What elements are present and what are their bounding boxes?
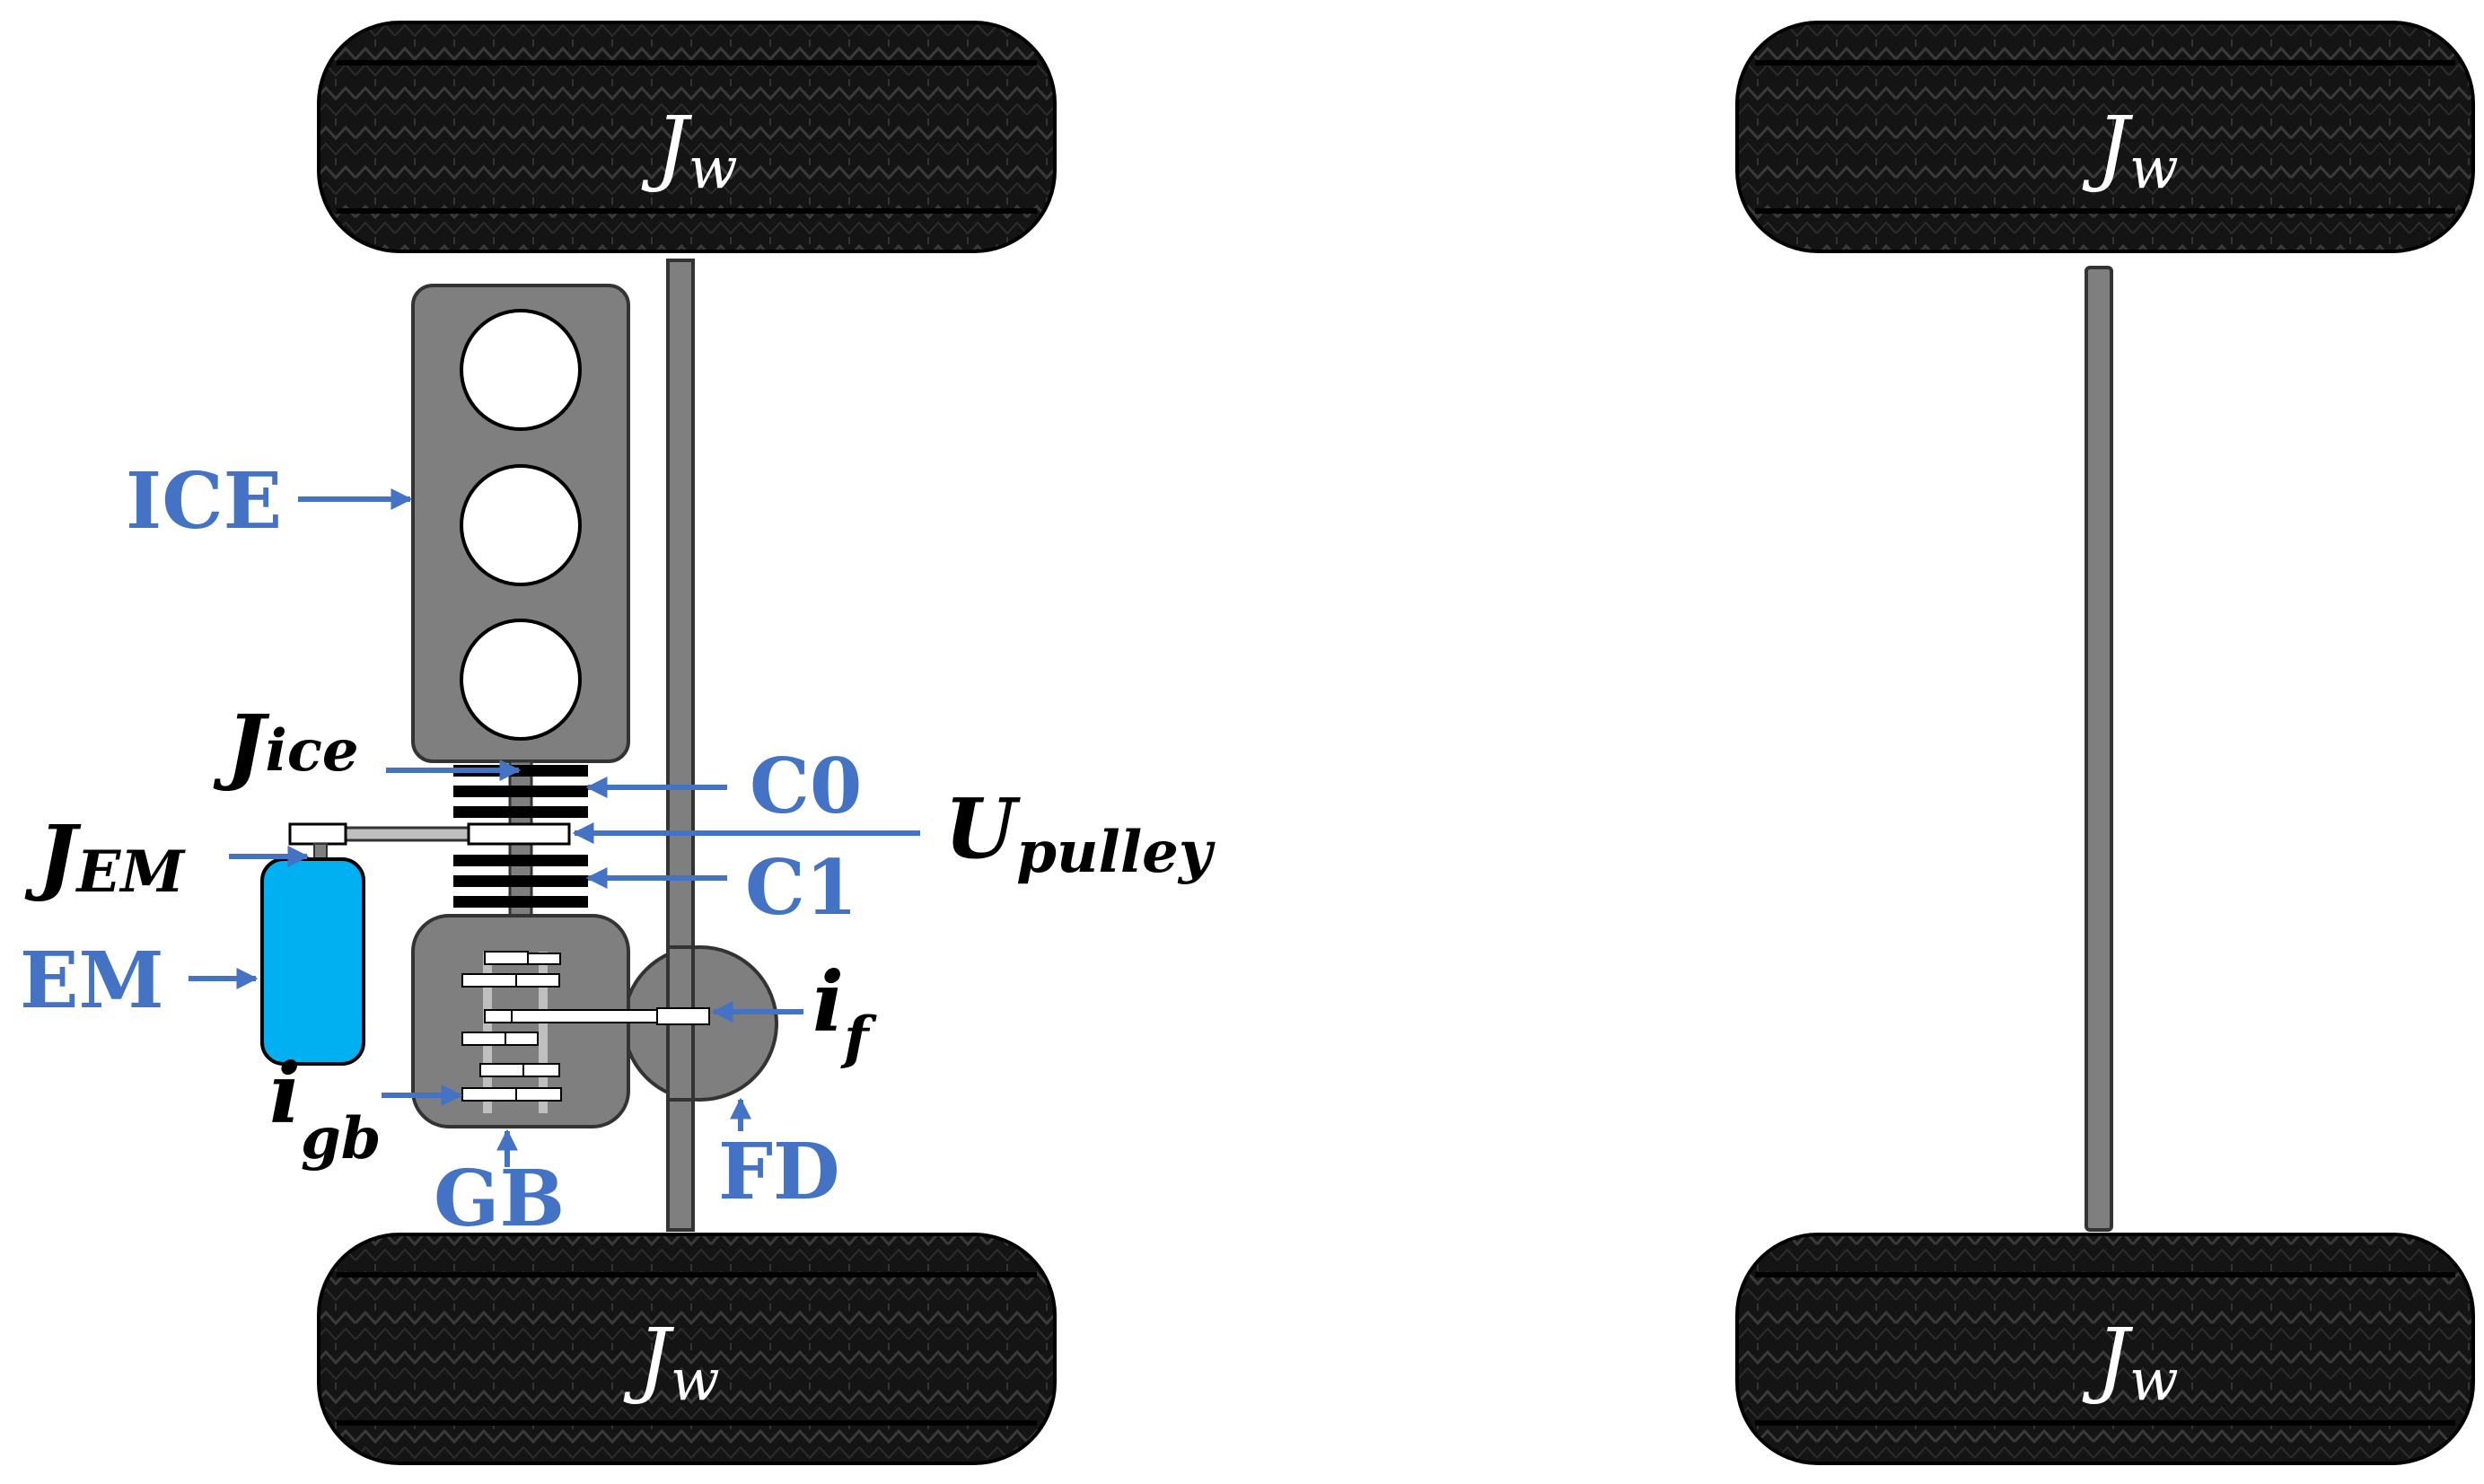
pulley-icon [288, 822, 571, 846]
engine-cylinder-icon [460, 309, 582, 431]
j-ice-label: Jice [213, 697, 359, 794]
tire-front-top: Jw [317, 21, 1057, 253]
tire-icon [1735, 1233, 2475, 1465]
rear-axle-shaft [2085, 266, 2113, 1232]
c0-label: C0 [750, 742, 862, 830]
electric-motor-icon [260, 857, 365, 1066]
fd-label: FD [718, 1127, 840, 1217]
tire-icon [317, 21, 1057, 253]
tire-icon [317, 1233, 1057, 1465]
gb-label: GB [434, 1154, 565, 1244]
clutch-icon [453, 855, 588, 908]
c1-label: C1 [745, 843, 857, 932]
engine-cylinder-icon [460, 464, 582, 586]
tire-rear-top: Jw [1735, 21, 2475, 253]
i-f-label: if [812, 953, 877, 1072]
i-gb-label: igb [269, 1045, 381, 1172]
gearbox-icon [411, 914, 710, 1128]
tire-rear-bottom: Jw [1735, 1233, 2475, 1465]
j-em-label: JEM [24, 807, 186, 906]
ice-engine [411, 284, 630, 763]
ice-label: ICE [126, 456, 282, 547]
u-pulley-label: Upulley [944, 780, 1216, 886]
tire-icon [1735, 21, 2475, 253]
engine-cylinder-icon [460, 619, 582, 741]
tire-front-bottom: Jw [317, 1233, 1057, 1465]
em-label: EM [20, 935, 164, 1026]
